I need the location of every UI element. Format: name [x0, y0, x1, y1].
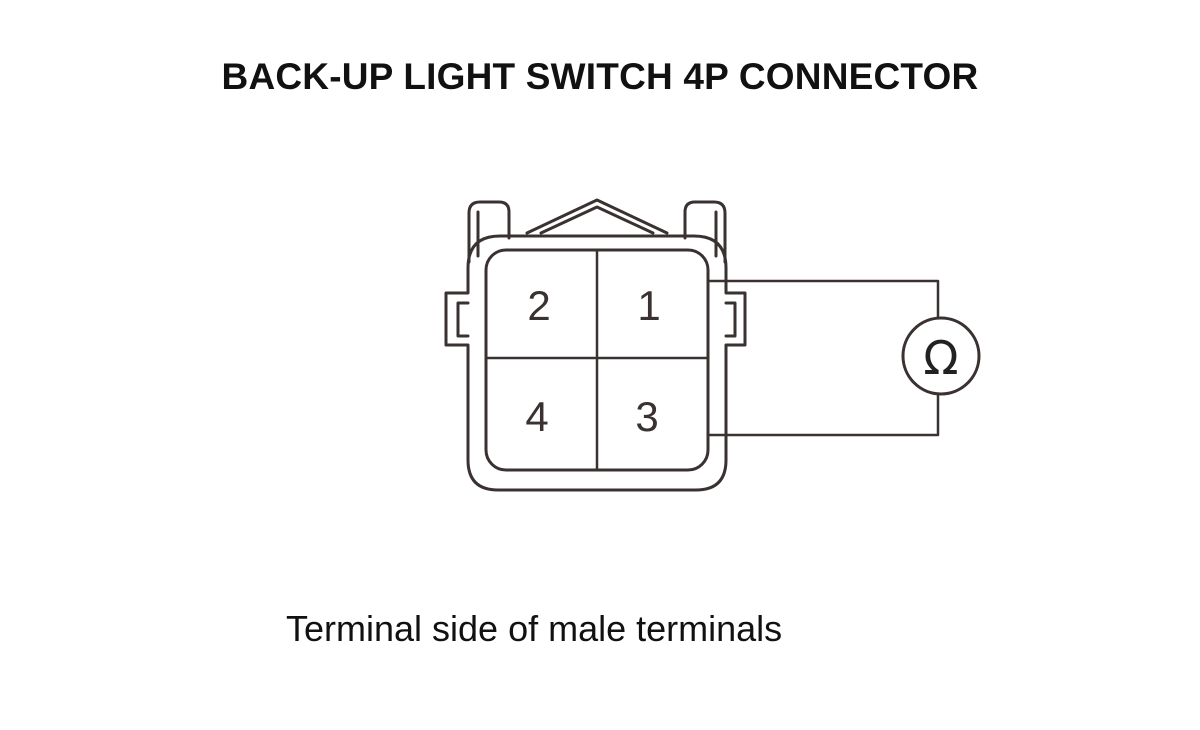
- probe-wire-terminal-3: [708, 392, 940, 437]
- diagram-caption: Terminal side of male terminals: [286, 608, 783, 649]
- probe-wire-terminal-1: [708, 279, 940, 320]
- terminal-label-2: 2: [527, 282, 550, 329]
- terminal-label-3: 3: [635, 393, 658, 440]
- terminal-label-4: 4: [525, 393, 548, 440]
- connector-left-post: [467, 200, 511, 264]
- terminal-label-1: 1: [637, 282, 660, 329]
- diagram-title: BACK-UP LIGHT SWITCH 4P CONNECTOR: [221, 56, 979, 97]
- connector-housing-outer: [444, 234, 747, 492]
- connector-lock-tab: [525, 198, 669, 235]
- ohm-symbol: Ω: [923, 331, 958, 385]
- probe-wires: [708, 279, 940, 437]
- cavity-dividers: [484, 248, 710, 472]
- connector-side-keys: [456, 301, 737, 338]
- connector-right-post: [683, 200, 727, 264]
- ohmmeter-icon: [901, 316, 981, 396]
